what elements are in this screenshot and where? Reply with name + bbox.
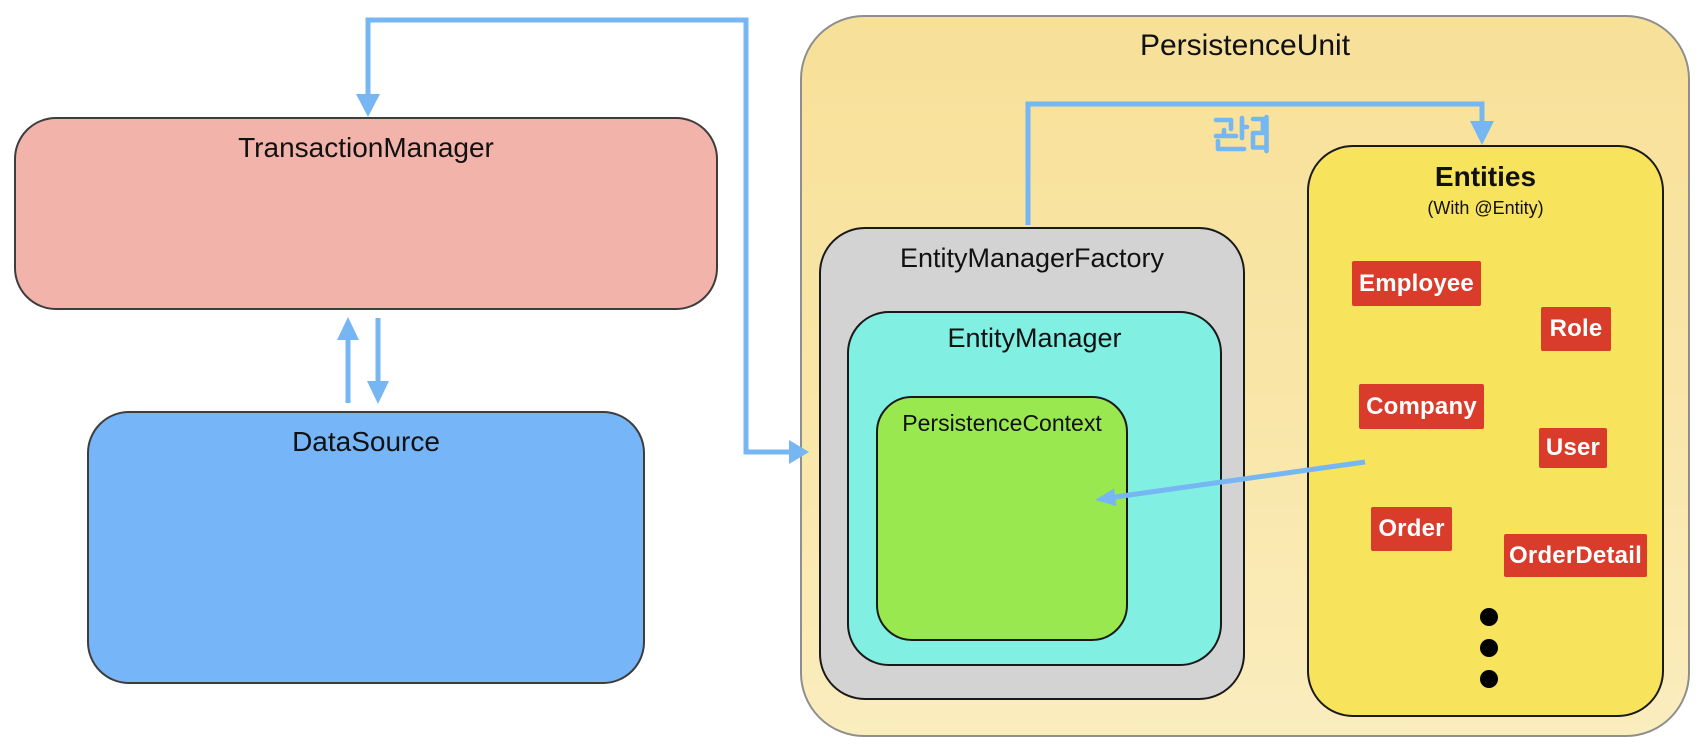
transaction-manager-label: TransactionManager	[238, 132, 494, 163]
persistence-unit-box: PersistenceUnit 관리 EntityManagerFactory …	[800, 15, 1690, 737]
datasource-label: DataSource	[292, 426, 440, 457]
entity-badge-user: User	[1539, 428, 1607, 468]
ellipsis-dot	[1480, 639, 1498, 657]
entities-box: Entities (With @Entity) Employee Role Co…	[1307, 145, 1664, 717]
entity-badge-employee: Employee	[1352, 261, 1481, 306]
persistence-unit-label: PersistenceUnit	[1139, 29, 1351, 62]
entities-title: Entities	[1434, 161, 1537, 192]
entity-manager-factory-box: EntityManagerFactory EntityManager Persi…	[819, 227, 1245, 700]
ellipsis-dot	[1480, 670, 1498, 688]
entity-badge-orderdetail: OrderDetail	[1504, 534, 1647, 577]
entity-badge-order: Order	[1371, 507, 1452, 551]
entities-subtitle: (With @Entity)	[1427, 198, 1544, 218]
entity-manager-box: EntityManager PersistenceContext	[847, 311, 1222, 666]
ellipsis-dot	[1480, 608, 1498, 626]
manage-label-glyphs	[1213, 114, 1269, 154]
persistence-context-label: PersistenceContext	[902, 410, 1102, 436]
entity-manager-label: EntityManager	[947, 323, 1122, 353]
transaction-manager-box: TransactionManager	[14, 117, 718, 310]
entity-manager-factory-label: EntityManagerFactory	[899, 243, 1165, 273]
entity-badge-role: Role	[1541, 307, 1611, 351]
persistence-context-box: PersistenceContext	[876, 396, 1128, 641]
datasource-box: DataSource	[87, 411, 645, 684]
entity-badge-company: Company	[1359, 384, 1484, 429]
manage-label-text: 관리	[802, 17, 803, 18]
arrowhead-down-to-datasource	[367, 381, 389, 404]
arrowhead-up-to-transaction-manager	[337, 317, 359, 340]
arrowhead-into-transaction-manager	[356, 94, 380, 117]
